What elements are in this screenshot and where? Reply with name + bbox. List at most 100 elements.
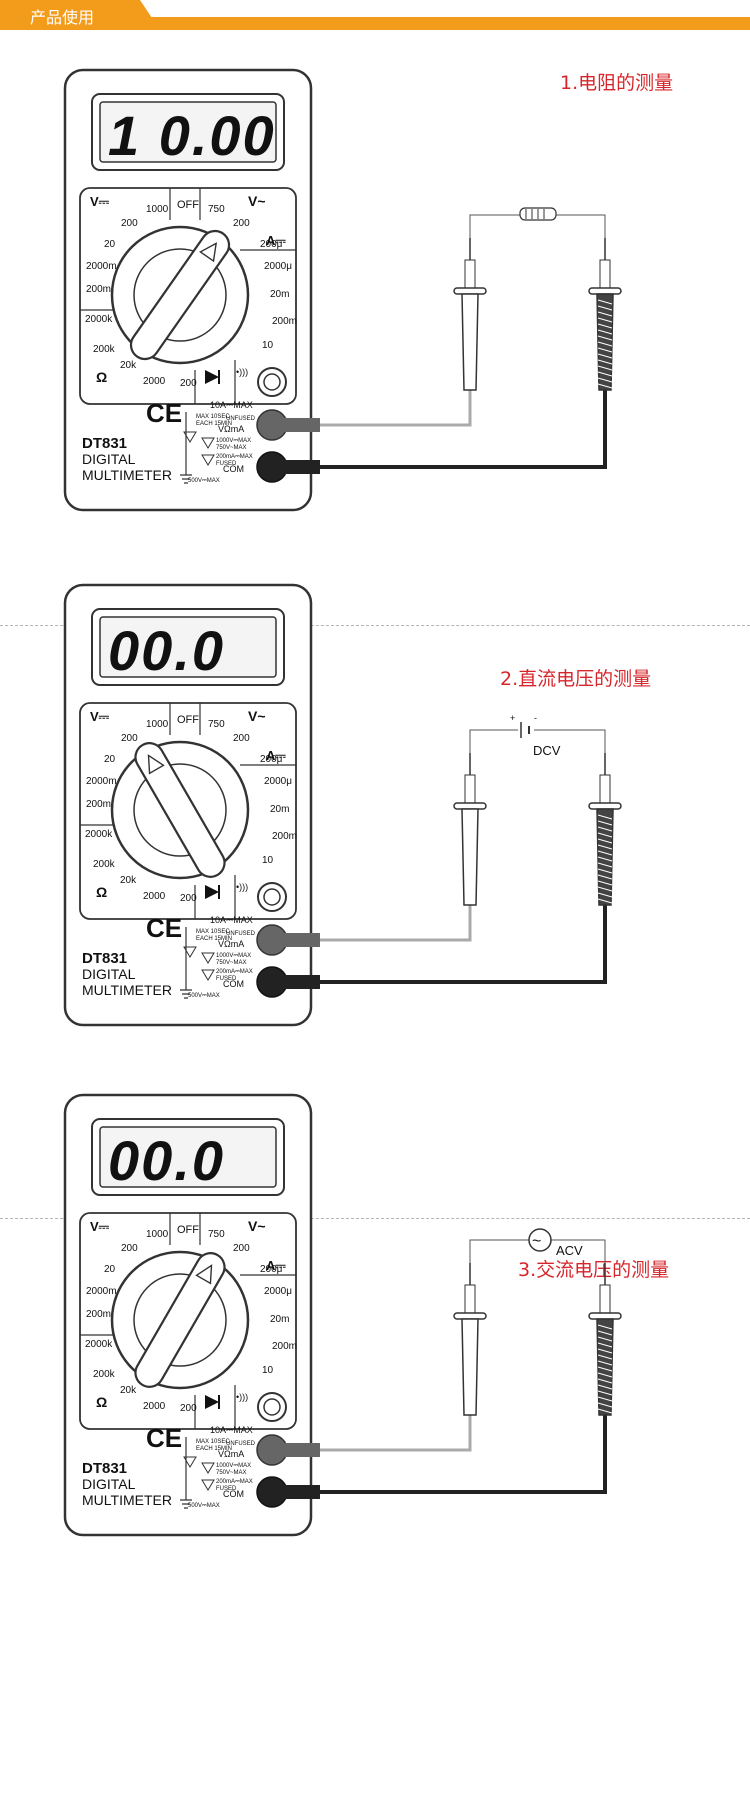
black-lead-plug: [280, 1485, 320, 1499]
red-test-lead: [320, 1415, 472, 1452]
off-label: OFF: [177, 1224, 199, 1236]
dcv-range-label: 200: [121, 1243, 138, 1254]
probe-hatch: [597, 335, 613, 341]
unfused-label: UNFUSED: [226, 931, 256, 937]
probe-hatch: [597, 868, 613, 874]
red-test-lead: [320, 390, 472, 427]
multimeter-1: 1 0.00V⎓V~A⎓ΩOFF1000200202000m200m2000k2…: [63, 68, 622, 512]
ohm-symbol: Ω: [96, 369, 107, 385]
black-lead-plug: [280, 460, 320, 474]
knob-arrow-icon: [199, 242, 218, 263]
ac-source-icon: [528, 1228, 552, 1252]
jack-10a-inner: [263, 1398, 281, 1416]
dca-range-label: 2000μ: [264, 776, 292, 787]
knob-arrow-icon: [195, 1264, 213, 1285]
probe-hatch: [597, 832, 613, 838]
ohm-range-label: 200: [180, 893, 197, 904]
limit-label: 750V~MAX: [216, 960, 247, 966]
section-title-dc-voltage: 2.直流电压的测量: [500, 668, 652, 690]
ohm-range-label: 2000k: [85, 829, 113, 840]
dcv-range-label: 2000m: [86, 1286, 117, 1297]
probe-hatch: [597, 1408, 613, 1414]
probe-hatch: [597, 1402, 613, 1408]
section-dc-voltage: 2.直流电压的测量: [0, 630, 750, 1190]
acv-symbol: V~: [248, 708, 266, 724]
acv-symbol: V~: [248, 1218, 266, 1234]
acv-range-label: 200: [233, 218, 250, 229]
dcv-range-label: 1000: [146, 719, 169, 730]
jack-10a-note: MAX 10SEC: [196, 929, 230, 935]
dcv-range-label: 1000: [146, 204, 169, 215]
probe-hatch: [597, 305, 613, 311]
dcv-symbol: V⎓: [90, 1219, 110, 1234]
probe-hatch: [597, 814, 613, 820]
multimeter-3: 00.0V⎓V~A⎓ΩOFF1000200202000m200m2000k200…: [63, 1093, 622, 1537]
probe-handle: [461, 1318, 479, 1416]
dca-range-label: 20m: [270, 804, 289, 815]
probe-hatch: [597, 1324, 613, 1330]
ohm-range-label: 2000: [143, 1401, 166, 1412]
ohm-range-label: 200: [180, 378, 197, 389]
battery-minus-label: -: [534, 713, 537, 723]
off-label: OFF: [177, 714, 199, 726]
warning-icon: [201, 952, 215, 964]
acv-range-label: 200: [233, 733, 250, 744]
com-label: COM: [223, 1489, 244, 1499]
knob-pointer-group: [134, 742, 226, 878]
jack-vma-label: VΩmA: [218, 424, 244, 434]
black-probe: [588, 753, 622, 906]
dcv-range-label: 20: [104, 1264, 116, 1275]
model-line2: MULTIMETER: [82, 467, 172, 483]
source-label: DCV: [533, 743, 561, 758]
probe-hatch: [597, 341, 613, 347]
dca-range-label: 20m: [270, 1314, 289, 1325]
black-test-lead: [320, 390, 607, 469]
probe-hatch: [597, 1372, 613, 1378]
lcd-window: [99, 1126, 277, 1188]
header-title: 产品使用: [30, 8, 95, 27]
dca-range-label: 200μ: [260, 1264, 283, 1275]
ohm-range-label: 2000k: [85, 314, 113, 325]
warning-icon: [183, 946, 197, 958]
model-line1: DIGITAL: [82, 1476, 136, 1492]
fused-label: FUSED: [216, 1486, 237, 1492]
knob-pointer: [134, 742, 226, 878]
ground-limit-label: 500V⎓MAX: [188, 993, 220, 999]
lcd-window: [99, 616, 277, 678]
probe-hatch: [597, 856, 613, 862]
dca-range-label: 2000μ: [264, 1286, 292, 1297]
jack-10a-note: EACH 15MIN: [196, 421, 232, 427]
continuity-icon: •))): [236, 882, 248, 892]
warning-icon: [201, 1462, 215, 1474]
black-probe: [588, 238, 622, 391]
jack-vma-label: VΩmA: [218, 939, 244, 949]
ground-icon: [180, 927, 192, 999]
section-title-resistance: 1.电阻的测量: [560, 72, 674, 94]
ohm-range-label: 200k: [93, 859, 116, 870]
acv-range-label: 750: [208, 719, 225, 730]
warning-icon: [201, 437, 215, 449]
continuity-icon: •))): [236, 1392, 248, 1402]
knob-pointer: [129, 229, 231, 361]
probe-hatch: [597, 1396, 613, 1402]
probe-hatch: [597, 347, 613, 353]
probe-hatch: [597, 311, 613, 317]
source-wire: [469, 729, 606, 753]
dcv-range-label: 1000: [146, 1229, 169, 1240]
com-label: COM: [223, 464, 244, 474]
probe-hatch: [597, 371, 613, 377]
probe-hatch: [597, 874, 613, 880]
knob-pointer: [134, 1252, 226, 1388]
dca-range-label: 200m: [272, 1341, 297, 1352]
section-divider: [0, 625, 750, 626]
dcv-range-label: 200m: [86, 284, 111, 295]
black-test-lead: [320, 1415, 607, 1494]
probe-hatch: [597, 1378, 613, 1384]
lcd-readout: 1 0.00: [108, 104, 276, 167]
diode-icon: [205, 1395, 219, 1409]
unfused-label: UNFUSED: [226, 416, 256, 422]
probe-hatch: [597, 1342, 613, 1348]
probe-hatch: [597, 299, 613, 305]
dcv-range-label: 200: [121, 733, 138, 744]
ohm-range-label: 200: [180, 1403, 197, 1414]
